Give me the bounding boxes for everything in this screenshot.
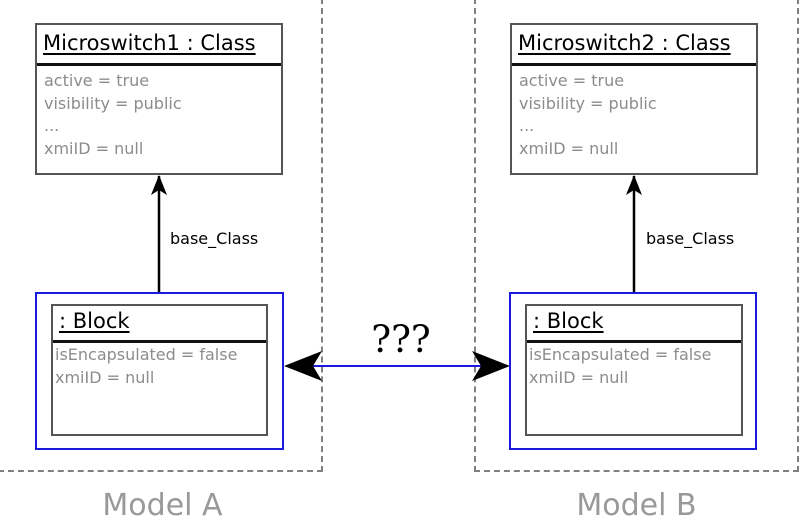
model-b-class-title: Microswitch2 : Class <box>512 25 756 66</box>
model-b-label: Model B <box>576 488 697 523</box>
model-b-block-attributes: isEncapsulated = false xmiID = null <box>527 343 741 389</box>
model-b-block-title: : Block <box>527 306 741 343</box>
model-b-edge-label: base_Class <box>646 229 735 248</box>
model-a-attr-active: active = true <box>44 71 150 90</box>
model-a-block-attr-encapsulated: isEncapsulated = false <box>55 345 238 364</box>
model-a-block-box: : Block isEncapsulated = false xmiID = n… <box>51 304 268 436</box>
model-a-block-attr-xmiid: xmiID = null <box>55 367 155 387</box>
cross-model-link <box>284 351 510 381</box>
model-b-class-box: Microswitch2 : Class active = true visib… <box>510 23 758 175</box>
model-b-block-box: : Block isEncapsulated = false xmiID = n… <box>525 304 743 436</box>
model-b-attr-ellipsis: ... <box>519 116 535 135</box>
link-arrowhead-left <box>284 351 322 381</box>
model-b-block-attr-encapsulated: isEncapsulated = false <box>529 345 712 364</box>
model-a-block-title: : Block <box>53 306 266 343</box>
model-a-class-box: Microswitch1 : Class active = true visib… <box>35 23 283 175</box>
model-a-attr-visibility: visibility = public <box>44 93 182 113</box>
model-b-class-attributes: active = true visibility = public ... xm… <box>512 66 756 160</box>
link-label: ??? <box>371 318 431 361</box>
model-a-edge-label: base_Class <box>170 229 259 248</box>
model-a-frame <box>0 0 323 472</box>
model-a-block-attributes: isEncapsulated = false xmiID = null <box>53 343 266 389</box>
model-b-block-attr-xmiid: xmiID = null <box>529 367 629 387</box>
model-a-class-attributes: active = true visibility = public ... xm… <box>37 66 281 160</box>
link-arrowhead-right <box>472 351 510 381</box>
model-b-attr-xmiid: xmiID = null <box>519 138 619 158</box>
model-a-attr-ellipsis: ... <box>44 116 60 135</box>
model-b-frame <box>474 0 799 472</box>
model-a-label: Model A <box>102 488 223 523</box>
model-a-class-title: Microswitch1 : Class <box>37 25 281 66</box>
model-b-attr-visibility: visibility = public <box>519 93 657 113</box>
model-b-attr-active: active = true <box>519 71 625 90</box>
model-a-attr-xmiid: xmiID = null <box>44 138 144 158</box>
